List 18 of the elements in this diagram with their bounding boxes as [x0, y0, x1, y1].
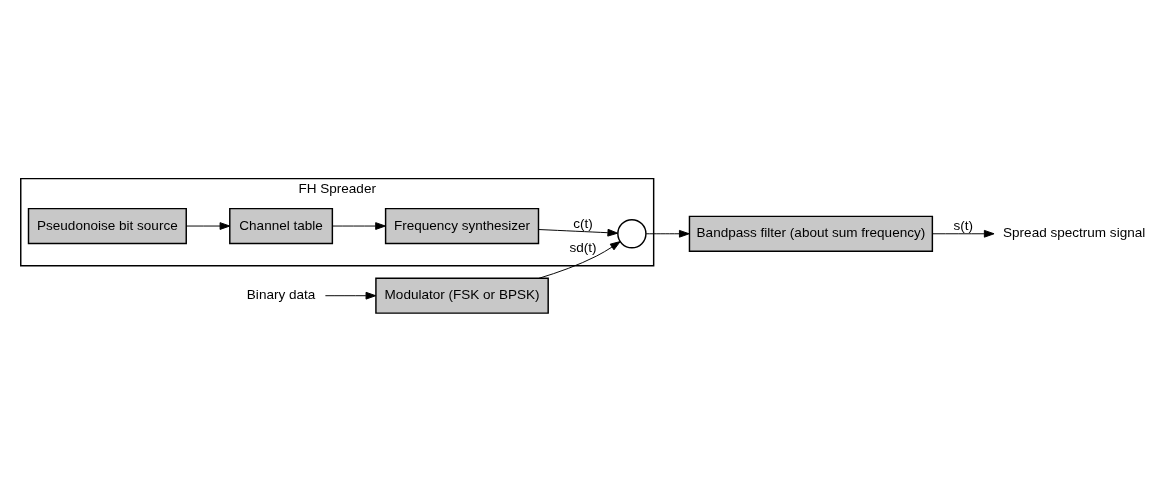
arrow: [185, 222, 231, 230]
arrow: [538, 228, 619, 237]
node-text: Spread spectrum signal: [1003, 225, 1146, 241]
node-box: Modulator (FSK or BPSK): [375, 277, 549, 314]
arrow: [324, 291, 377, 300]
node-box: Channel table: [229, 207, 334, 245]
edge-label: sd(t): [569, 240, 597, 256]
arrow: [538, 241, 621, 279]
node-circle: [617, 219, 647, 249]
node-text: Binary data: [246, 287, 316, 303]
arrow: [331, 222, 386, 230]
node-box: Bandpass filter (about sum frequency): [688, 215, 934, 252]
arrow: [645, 229, 690, 238]
arrow: [932, 229, 995, 238]
edge-label: c(t): [573, 216, 593, 232]
edge-label: s(t): [953, 218, 974, 234]
node-box: Frequency synthesizer: [384, 207, 540, 245]
node-box: Pseudonoise bit source: [27, 207, 187, 245]
